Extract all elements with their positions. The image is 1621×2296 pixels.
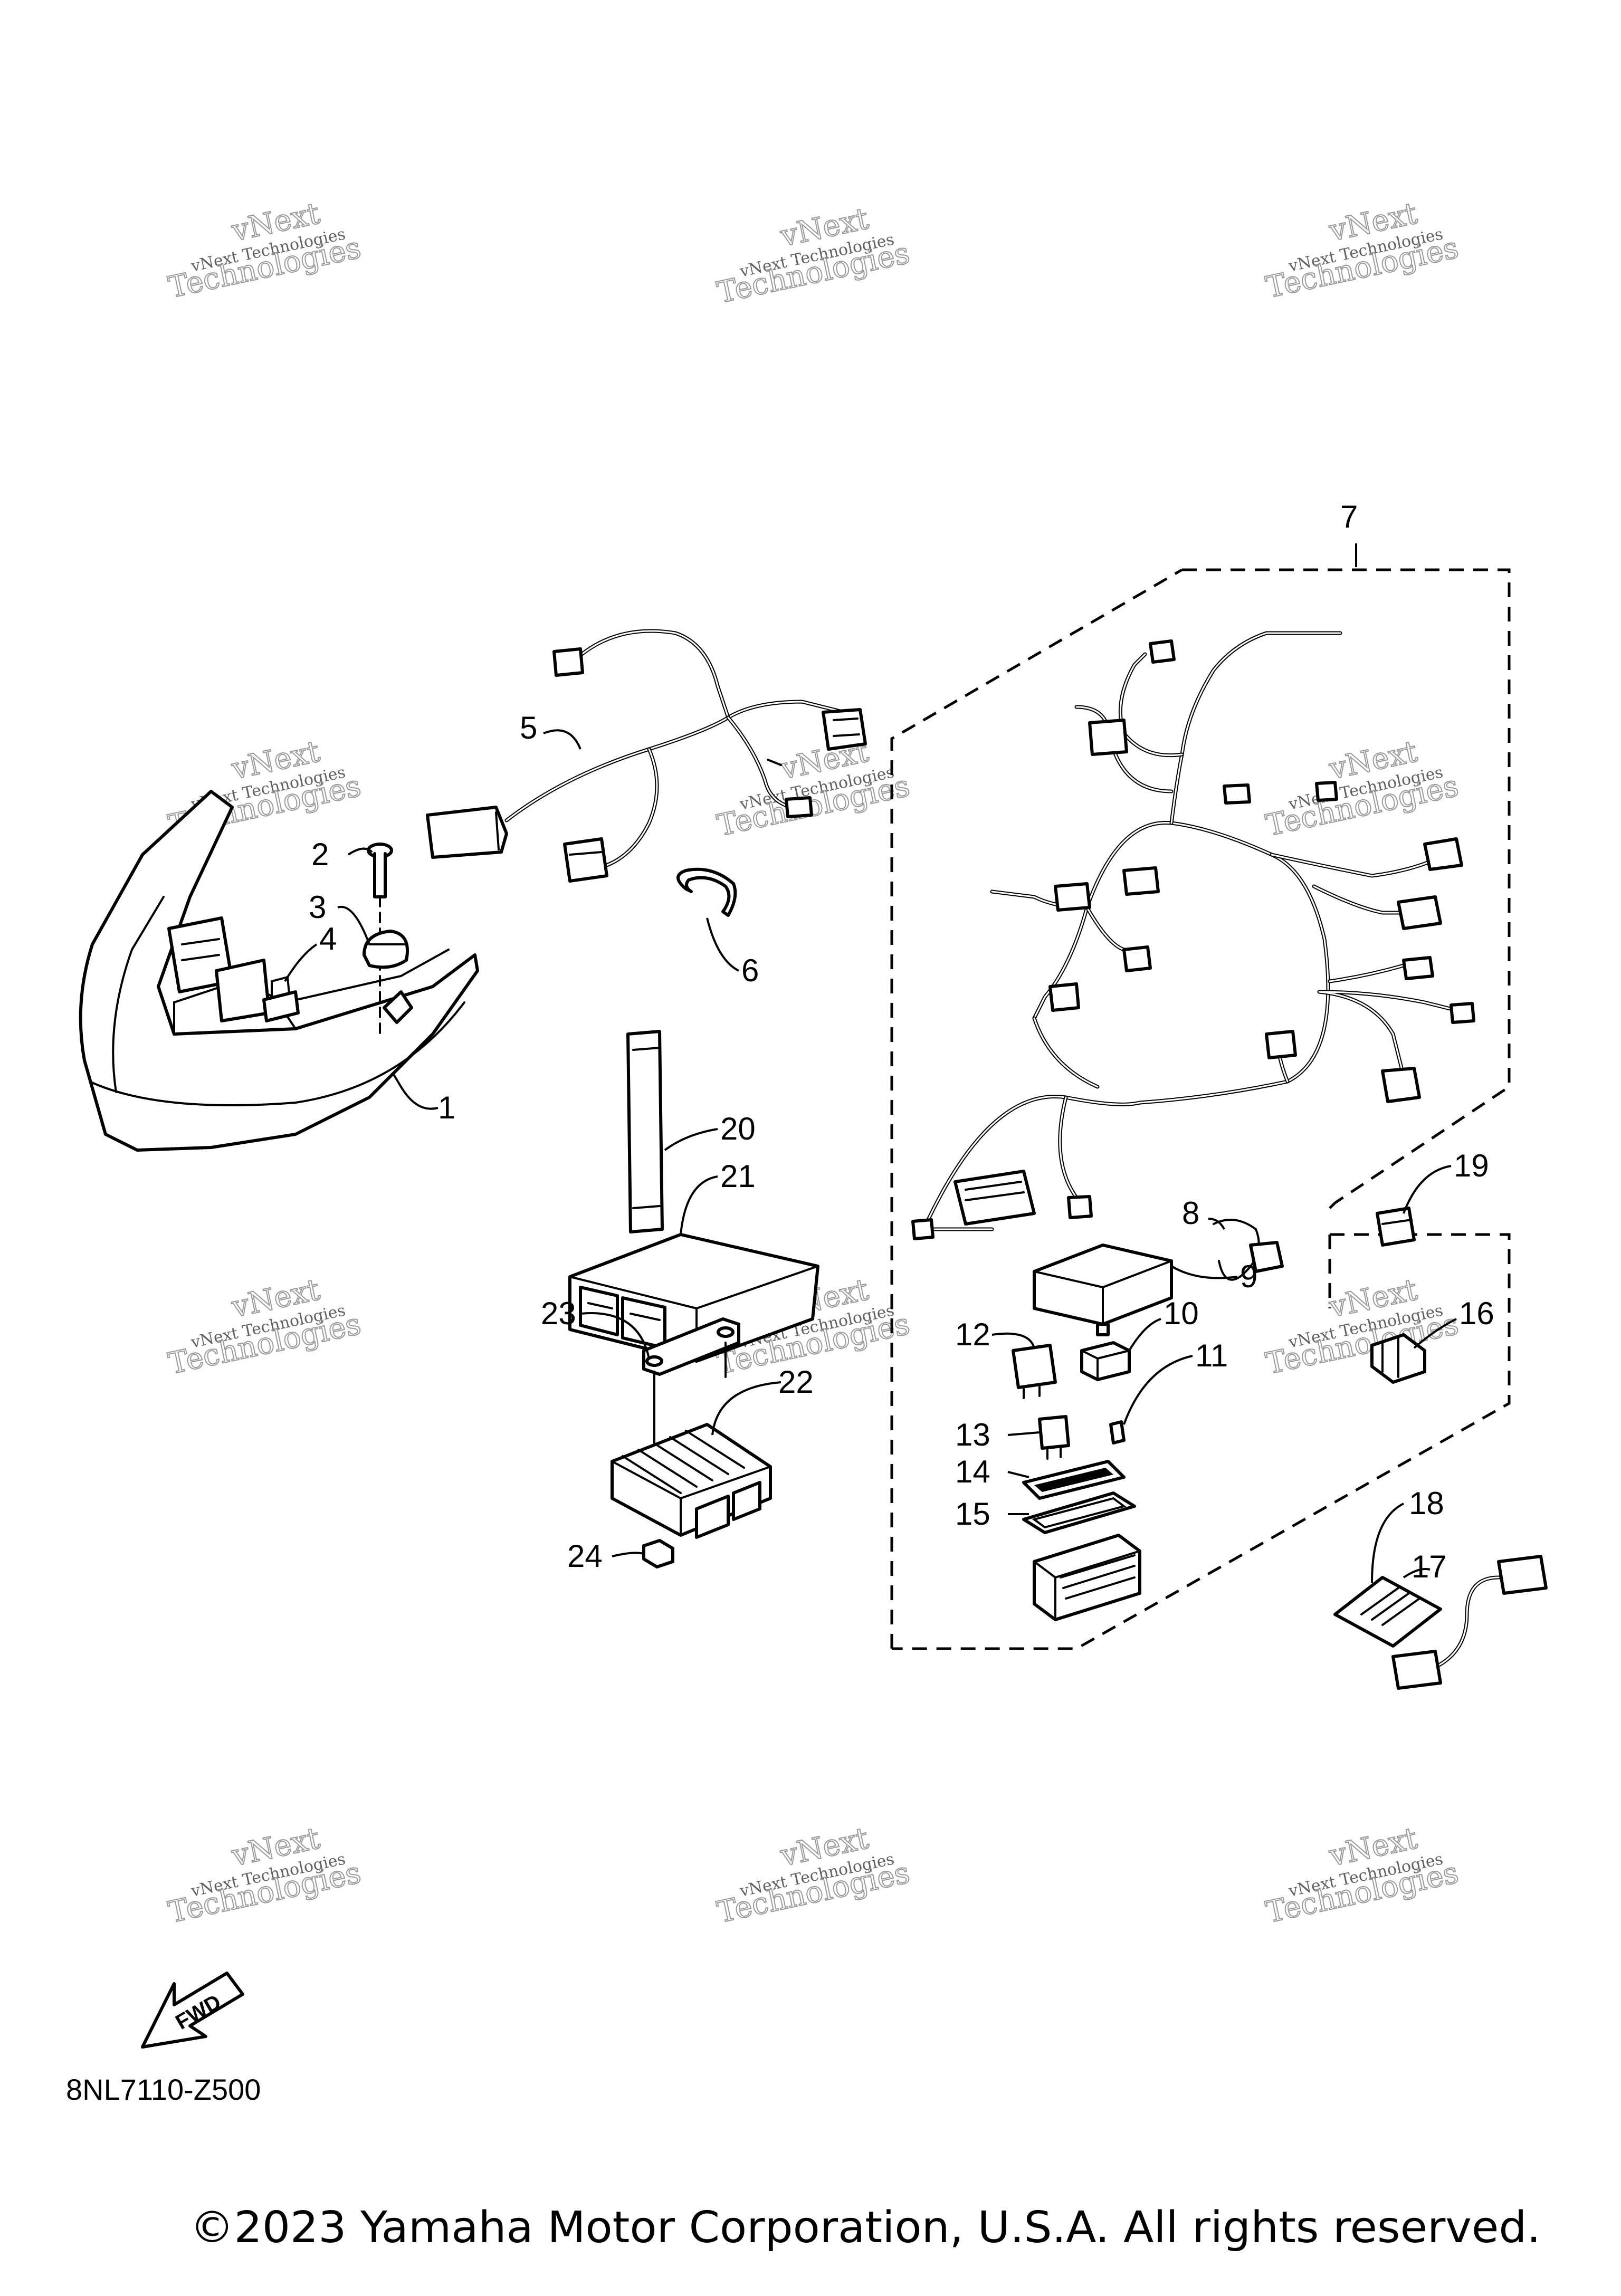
fuse-holder-lead-drawing [1213, 1219, 1284, 1281]
callout-20: 20 [720, 1111, 756, 1146]
main-harness-drawing [911, 631, 1475, 1240]
callout-13: 13 [955, 1417, 990, 1452]
watermark: vNext Technologies vNext Technologies [1263, 196, 1462, 305]
damper-strip-drawing [626, 1030, 664, 1233]
bolt-drawing [367, 843, 393, 1035]
relay-drawing [1012, 1344, 1057, 1399]
instruction-sheet-drawing [1333, 1576, 1442, 1648]
callout-17: 17 [1412, 1549, 1447, 1584]
drawing-code: 8NL7110-Z500 [66, 2073, 261, 2106]
callout-6: 6 [741, 953, 759, 988]
callout-18: 18 [1409, 1486, 1444, 1521]
mini-fuse-drawing [1109, 1420, 1126, 1444]
watermark: vNext Technologies vNext Technologies [714, 201, 913, 311]
callout-14: 14 [955, 1454, 990, 1489]
watermark: vNext Technologies vNext Technologies [714, 734, 913, 844]
band-drawing [676, 867, 737, 917]
watermark: vNext Technologies vNext Technologies [165, 1821, 365, 1930]
watermark: vNext Technologies vNext Technologies [714, 1821, 913, 1930]
fuse-label-drawing [1022, 1460, 1126, 1500]
fuse-box-drawing [1033, 1534, 1141, 1621]
callout-labels: 1 2 3 4 5 6 7 8 9 10 11 12 13 14 15 16 1… [309, 499, 1494, 1584]
fuse-box-gasket-drawing [1022, 1491, 1136, 1534]
fwd-arrow: FWD [141, 1972, 244, 2049]
clamp-drawing [363, 930, 409, 969]
callout-24: 24 [567, 1538, 603, 1574]
rectifier-regulator-drawing [611, 1423, 772, 1539]
leader-lines [284, 543, 1457, 1583]
fuse-box-cover-drawing [1033, 1243, 1173, 1336]
watermark: vNext Technologies vNext Technologies [165, 1272, 365, 1382]
lead-wire-drawing [1391, 1555, 1548, 1690]
headlight-cowl-drawing [79, 790, 479, 1152]
small-relay-drawing [1038, 1415, 1070, 1460]
watermark: vNext Technologies vNext Technologies [1263, 1272, 1462, 1382]
coupler-drawing [1376, 1207, 1416, 1247]
callout-7: 7 [1340, 499, 1358, 534]
nut-drawing [642, 1539, 674, 1568]
callout-22: 22 [778, 1364, 814, 1400]
callout-8: 8 [1182, 1195, 1199, 1231]
callout-21: 21 [720, 1159, 756, 1194]
coupler-cap-drawing [1370, 1333, 1426, 1384]
fuse-drawing [1080, 1341, 1131, 1381]
bracket-drawing [642, 1317, 740, 1478]
main-harness-boundary [890, 568, 1511, 1650]
watermark: vNext Technologies vNext Technologies [1263, 734, 1462, 844]
callout-3: 3 [309, 889, 326, 925]
callout-5: 5 [520, 710, 537, 745]
watermark: vNext Technologies vNext Technologies [1263, 1821, 1462, 1930]
bracket-clip-drawing [262, 975, 300, 1022]
callout-23: 23 [541, 1296, 576, 1331]
callout-12: 12 [955, 1317, 990, 1352]
callout-16: 16 [1459, 1296, 1494, 1331]
callout-4: 4 [319, 921, 337, 956]
callout-11: 11 [1195, 1338, 1228, 1373]
callout-9: 9 [1240, 1259, 1257, 1294]
copyright-notice: ©2023 Yamaha Motor Corporation, U.S.A. A… [190, 2203, 1541, 2253]
callout-1: 1 [438, 1090, 455, 1125]
callout-19: 19 [1454, 1148, 1489, 1183]
sub-wire-harness-drawing [426, 629, 867, 883]
watermark: vNext Technologies vNext Technologies [165, 196, 365, 305]
callout-2: 2 [311, 837, 329, 872]
callout-10: 10 [1164, 1296, 1199, 1331]
callout-15: 15 [955, 1496, 990, 1532]
